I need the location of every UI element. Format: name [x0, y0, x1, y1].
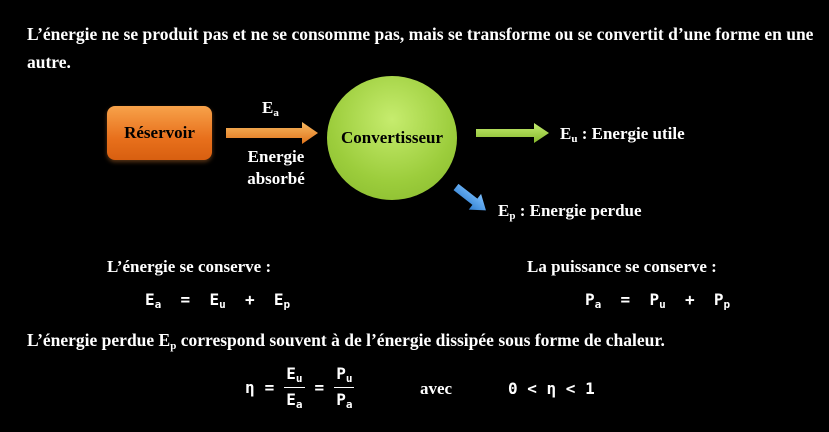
ea-label: Ea [262, 98, 279, 119]
lost-energy-sentence: L’énergie perdue Ep correspond souvent à… [27, 330, 665, 352]
arrow-useful [476, 123, 549, 143]
useful-energy-label: Eu : Energie utile [560, 124, 685, 145]
arrow-lost [453, 183, 486, 211]
power-conservation-title: La puissance se conserve : [527, 257, 717, 276]
intro-text: L’énergie ne se produit pas et ne se con… [27, 24, 814, 72]
reservoir-box: Réservoir [107, 106, 212, 160]
arrow-absorbed [226, 122, 318, 144]
power-ratio: Pu Pa [334, 364, 355, 411]
converter-circle: Convertisseur [327, 76, 457, 200]
energy-ratio: Eu Ea [284, 364, 305, 411]
energy-conservation-title: L’énergie se conserve : [107, 257, 272, 276]
eta-symbol: η [245, 378, 255, 397]
energy-equation: Ea = Eu + Ep [145, 290, 291, 311]
power-equation: Pa = Pu + Pp [585, 290, 731, 311]
efficiency-formula: η = Eu Ea = Pu Pa [245, 364, 355, 411]
avec-label: avec [420, 379, 453, 398]
lost-energy-label: Ep : Energie perdue [498, 201, 642, 222]
efficiency-range: 0 < η < 1 [508, 379, 595, 398]
absorbed-label: Energie absorbé [247, 147, 305, 188]
